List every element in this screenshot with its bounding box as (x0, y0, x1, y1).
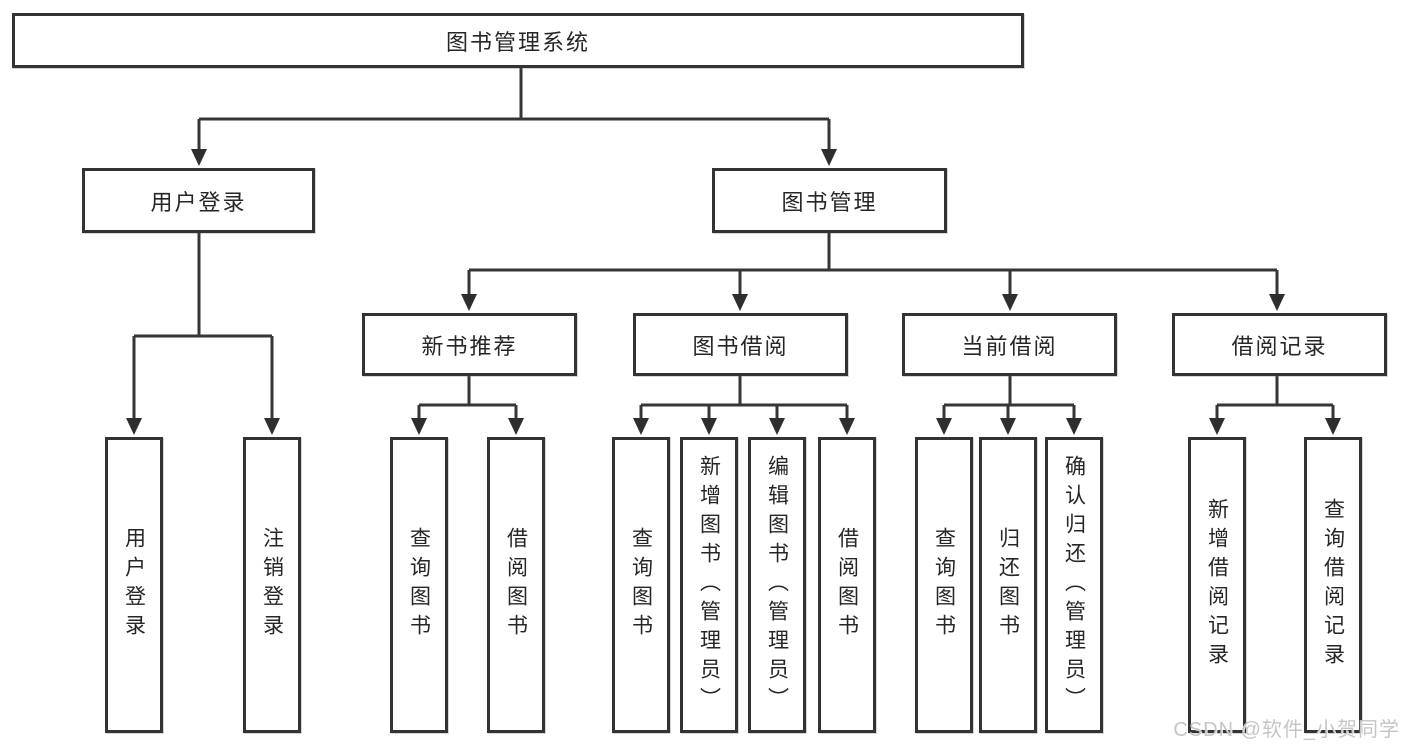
leaf-user-login: 用户登录 (105, 437, 163, 733)
leaf-search-book-borrow: 查询图书 (612, 437, 670, 733)
node-borrow-records: 借阅记录 (1172, 313, 1387, 376)
arrowhead-group (126, 149, 1341, 435)
node-book-borrow: 图书借阅 (633, 313, 848, 376)
leaf-search-book-current: 查询图书 (915, 437, 973, 733)
leaf-search-borrow-record: 查询借阅记录 (1304, 437, 1362, 733)
leaf-return-book: 归还图书 (979, 437, 1037, 733)
node-root-library-system: 图书管理系统 (12, 13, 1024, 68)
node-new-book-recommend: 新书推荐 (362, 313, 577, 376)
csdn-watermark: CSDN @软件_小贺同学 (1173, 719, 1400, 741)
leaf-search-book-recommend: 查询图书 (390, 437, 448, 733)
node-book-management: 图书管理 (712, 168, 947, 233)
leaf-add-borrow-record: 新增借阅记录 (1188, 437, 1246, 733)
leaf-confirm-return-admin: 确认归还（管理员） (1045, 437, 1103, 733)
leaf-borrow-book: 借阅图书 (818, 437, 876, 733)
leaf-edit-book-admin: 编辑图书（管理员） (748, 437, 806, 733)
node-user-login: 用户登录 (82, 168, 315, 233)
leaf-borrow-book-recommend: 借阅图书 (487, 437, 545, 733)
node-current-borrow: 当前借阅 (902, 313, 1117, 376)
leaf-logout: 注销登录 (243, 437, 301, 733)
leaf-add-book-admin: 新增图书（管理员） (680, 437, 738, 733)
